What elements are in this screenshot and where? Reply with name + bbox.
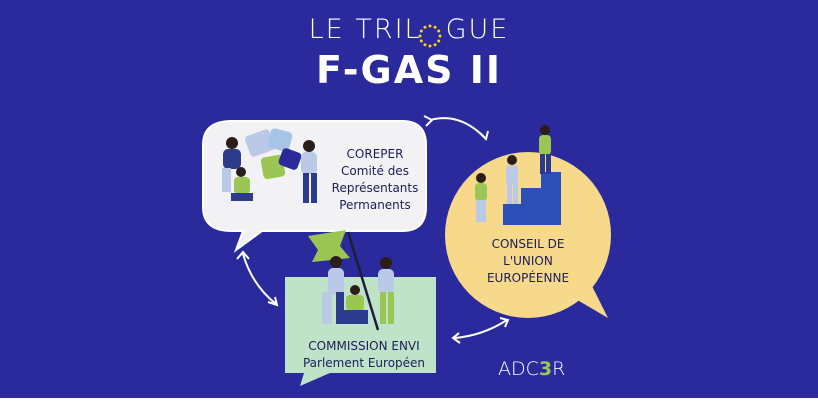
eu-stars-icon [418, 24, 442, 48]
conseil-text: CONSEIL DE L'UNION EUROPÉENNE [470, 236, 586, 287]
title-line2: F-GAS II [315, 48, 503, 92]
adc3r-logo: ADC3R [498, 358, 565, 380]
commission-line1: COMMISSION ENVI [308, 339, 420, 353]
logo-part2: 3 [538, 358, 553, 380]
arrow-coreper-commission [236, 250, 279, 307]
coreper-line3: Représentants [331, 181, 419, 195]
arrow-conseil-commission [451, 317, 510, 344]
coreper-line4: Permanents [339, 198, 411, 212]
coreper-line1: COREPER [346, 147, 404, 161]
conseil-line2: L'UNION [503, 254, 553, 268]
logo-part1: ADC [498, 358, 539, 380]
commission-illustration [308, 230, 394, 331]
conseil-illustration [475, 125, 561, 225]
logo-part3: R [552, 358, 566, 380]
conseil-line1: CONSEIL DE [491, 237, 565, 251]
arrow-coreper-conseil [423, 115, 489, 141]
title-part1: LE TRIL [308, 14, 422, 45]
conseil-bubble [445, 152, 611, 318]
commission-line2: Parlement Européen [302, 356, 426, 370]
coreper-line2: Comité des [341, 164, 409, 178]
title-part2: GUE [445, 14, 510, 45]
conseil-line3: EUROPÉENNE [486, 271, 570, 285]
title-line1: LE TRIL GUE [0, 14, 818, 45]
coreper-text: COREPER Comité des Représentants Permane… [323, 146, 427, 214]
coreper-illustration [222, 128, 317, 203]
commission-text: COMMISSION ENVI Parlement Européen [300, 338, 428, 372]
